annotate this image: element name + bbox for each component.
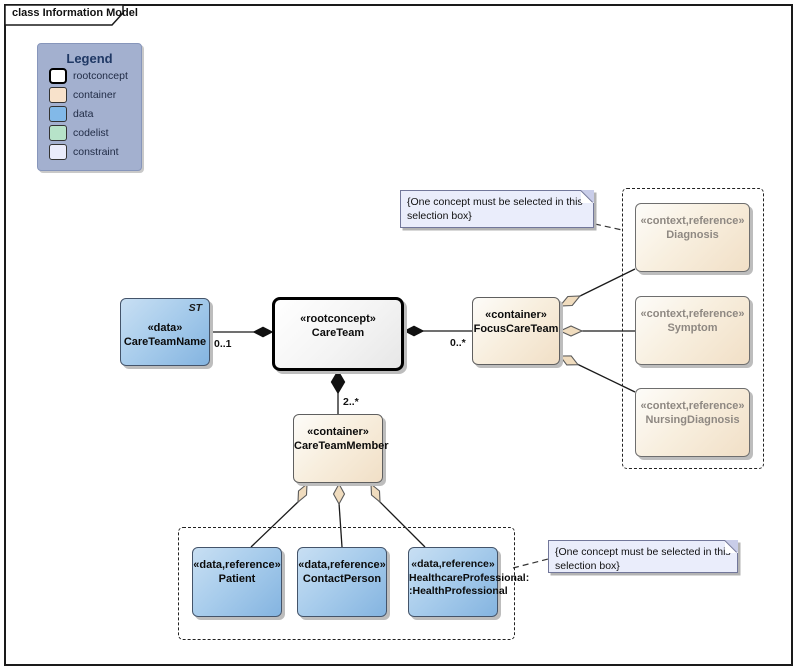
node-name-line2: :HealthProfessional: [409, 585, 508, 598]
node-careteam[interactable]: «rootconcept» CareTeam: [272, 297, 404, 371]
stereotype: «container»: [485, 309, 547, 321]
node-name: NursingDiagnosis: [645, 414, 740, 427]
note-text: {One concept must be selected in this se…: [555, 546, 731, 573]
multiplicity-label: 0..1: [214, 338, 232, 350]
stereotype: «data,reference»: [193, 559, 281, 571]
multiplicity-label: 2..*: [343, 396, 359, 408]
stereotype: «context,reference»: [640, 400, 745, 412]
node-name: HealthcareProfessional:: [409, 571, 530, 584]
note-text: {One concept must be selected in this se…: [407, 196, 583, 223]
node-contactperson[interactable]: «data,reference» ContactPerson: [297, 547, 387, 617]
node-name: FocusCareTeam: [473, 323, 559, 336]
selection-boundary-focus[interactable]: [622, 188, 764, 469]
legend-row-data: data: [49, 104, 141, 123]
node-symptom[interactable]: «context,reference» Symptom: [635, 296, 750, 365]
node-name: CareTeamMember: [294, 440, 389, 453]
type-tag: ST: [188, 302, 202, 314]
selection-boundary-members[interactable]: [178, 527, 515, 640]
legend-label: constraint: [73, 145, 119, 158]
note-fold-icon: [725, 540, 738, 553]
node-name: Patient: [218, 573, 256, 586]
legend-title: Legend: [66, 51, 113, 66]
node-name: ContactPerson: [302, 573, 382, 586]
node-name: Symptom: [667, 322, 718, 335]
note-fold-icon: [581, 190, 594, 203]
node-careteammember[interactable]: «container» CareTeamMember: [293, 414, 389, 483]
node-name: CareTeamName: [123, 336, 207, 349]
frame-title: class Information Model: [12, 7, 138, 19]
codelist-swatch: [49, 124, 67, 141]
constraint-note-top[interactable]: {One concept must be selected in this se…: [400, 190, 594, 228]
rootconcept-swatch: [49, 67, 67, 84]
stereotype: «data»: [147, 322, 183, 334]
node-focuscareteam[interactable]: «container» FocusCareTeam: [472, 297, 560, 365]
multiplicity-label: 0..*: [450, 337, 466, 349]
stereotype: «rootconcept»: [300, 313, 376, 325]
legend-row-constraint: constraint: [49, 142, 141, 161]
stereotype: «data,reference»: [298, 559, 386, 571]
legend-row-codelist: codelist: [49, 123, 141, 142]
node-diagnosis[interactable]: «context,reference» Diagnosis: [635, 203, 750, 272]
container-swatch: [49, 86, 67, 103]
stereotype: «container»: [307, 426, 369, 438]
node-patient[interactable]: «data,reference» Patient: [192, 547, 282, 617]
stereotype: «data,reference»: [411, 558, 495, 570]
data-swatch: [49, 105, 67, 122]
legend-label: rootconcept: [73, 69, 128, 82]
legend-row-container: container: [49, 85, 141, 104]
legend-row-rootconcept: rootconcept: [49, 66, 141, 85]
node-healthcareprofessional[interactable]: «data,reference» HealthcareProfessional:…: [408, 547, 530, 617]
node-name: CareTeam: [311, 327, 365, 340]
constraint-swatch: [49, 143, 67, 160]
stereotype: «context,reference»: [640, 215, 745, 227]
legend-label: container: [73, 88, 117, 101]
node-nursingdiagnosis[interactable]: «context,reference» NursingDiagnosis: [635, 388, 750, 457]
constraint-note-bottom[interactable]: {One concept must be selected in this se…: [548, 540, 738, 573]
node-name: Diagnosis: [666, 229, 719, 242]
legend[interactable]: Legend rootconcept container data codeli…: [37, 43, 142, 171]
node-careteamname[interactable]: ST «data» CareTeamName: [120, 298, 210, 366]
legend-label: codelist: [73, 126, 109, 139]
stereotype: «context,reference»: [640, 308, 745, 320]
legend-label: data: [73, 107, 94, 120]
